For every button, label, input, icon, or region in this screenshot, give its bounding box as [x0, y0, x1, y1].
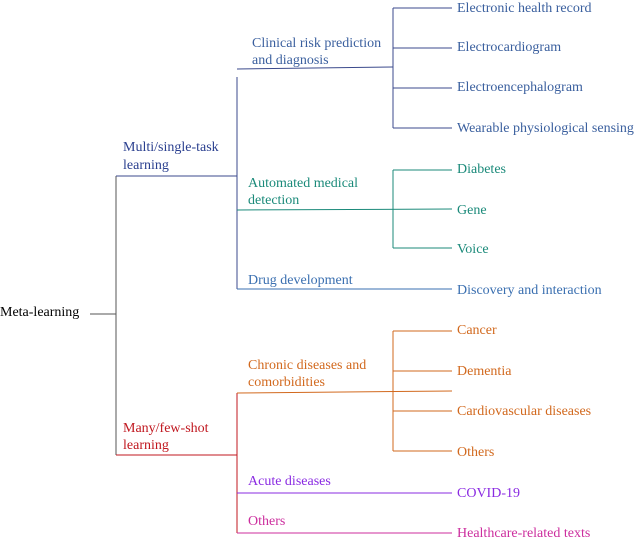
leaf-cardiovascular-diseases: Cardiovascular diseases — [457, 404, 592, 419]
many-shot-label-line1: Many/few-shot — [123, 421, 209, 436]
leaf-discovery-interaction: Discovery and interaction — [457, 283, 602, 298]
leaf-diabetes: Diabetes — [457, 162, 506, 177]
clinical-label-line2: and diagnosis — [252, 53, 329, 68]
leaf-electronic-health-record: Electronic health record — [457, 1, 592, 16]
chronic-connectors — [236, 330, 453, 452]
leaf-voice: Voice — [457, 242, 489, 257]
multi-connectors — [116, 7, 452, 289]
leaf-chronic-others: Others — [457, 445, 495, 460]
clinical-label-line1: Clinical risk prediction — [252, 36, 382, 51]
leaf-electroencephalogram: Electroencephalogram — [457, 80, 583, 95]
leaf-dementia: Dementia — [457, 364, 512, 379]
many-connectors — [116, 393, 238, 533]
root-label: Meta-learning — [0, 305, 80, 320]
leaf-electrocardiogram: Electrocardiogram — [457, 40, 562, 55]
many-shot-label-line2: learning — [123, 438, 169, 453]
acute-label: Acute diseases — [248, 474, 331, 489]
detection-label-line1: Automated medical — [248, 176, 359, 191]
leaf-healthcare-related-texts: Healthcare-related texts — [457, 526, 591, 541]
leaf-covid-19: COVID-19 — [457, 486, 520, 501]
chronic-label-line1: Chronic diseases and — [248, 358, 367, 373]
multi-task-label-line2: learning — [123, 158, 169, 173]
leaf-gene: Gene — [457, 203, 487, 218]
root-connectors — [90, 176, 117, 455]
leaf-wearable-physiological-sensing: Wearable physiological sensing — [457, 121, 634, 136]
detection-label-line2: detection — [248, 193, 300, 208]
others-label: Others — [248, 514, 286, 529]
drug-label: Drug development — [248, 273, 353, 288]
chronic-label-line2: comorbidities — [248, 375, 325, 390]
leaf-cancer: Cancer — [457, 323, 497, 338]
detection-connectors — [236, 169, 453, 249]
multi-task-label-line1: Multi/single-task — [123, 140, 219, 155]
